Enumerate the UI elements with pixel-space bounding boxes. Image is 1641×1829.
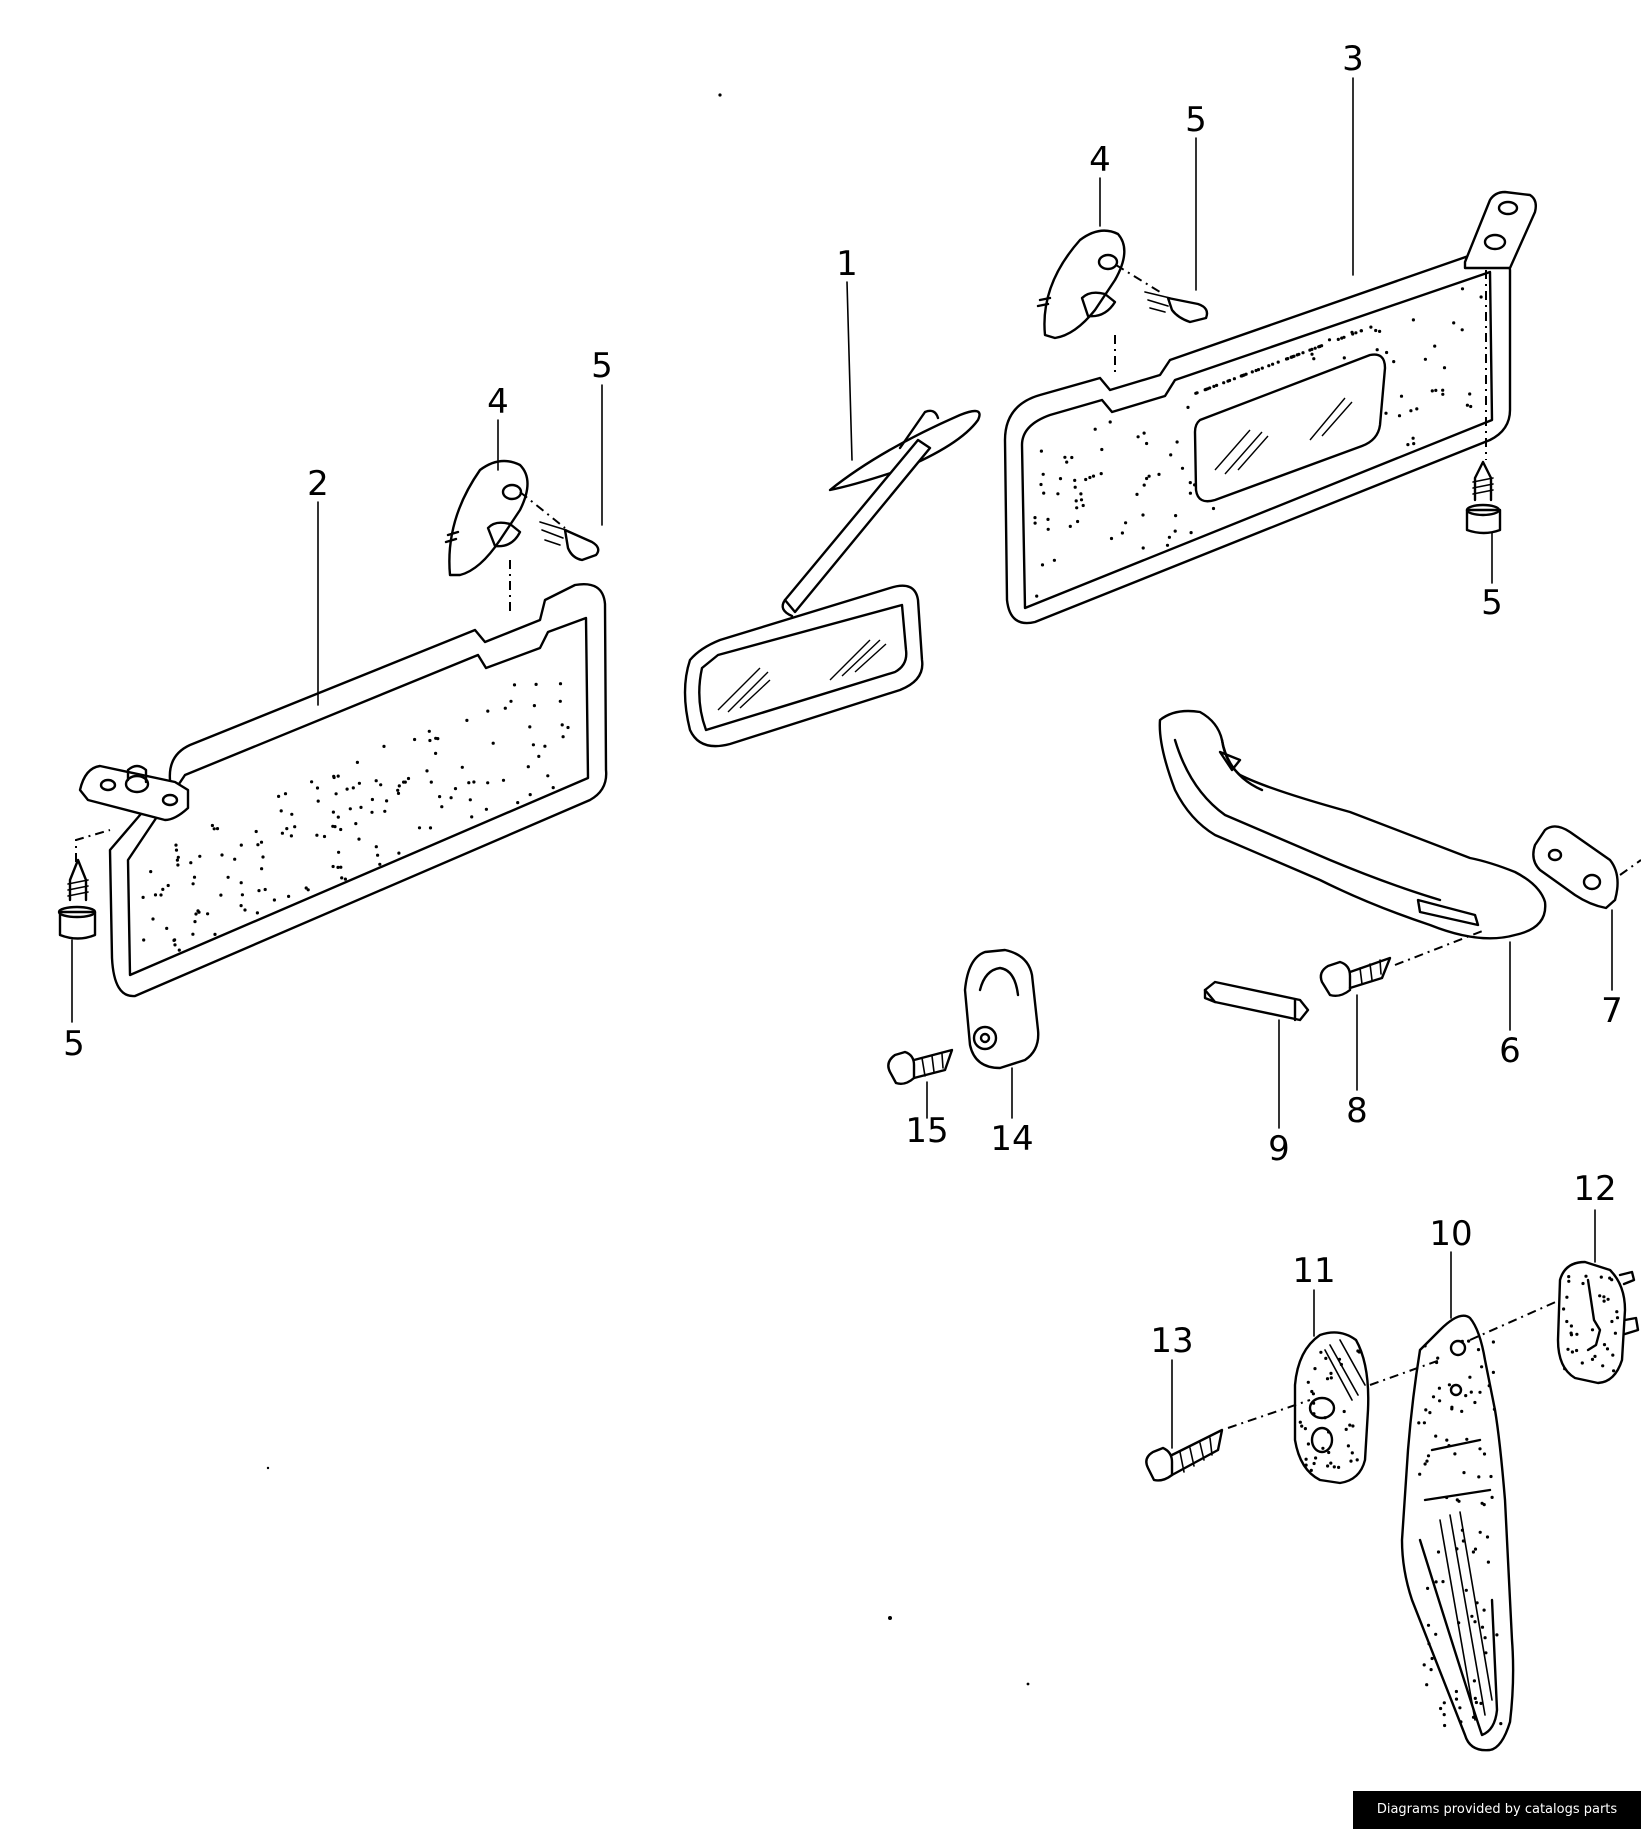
coat-hook — [963, 948, 1040, 1070]
callout-4: 4 — [487, 382, 509, 422]
grab-handle — [1158, 709, 1547, 940]
callout-15: 15 — [905, 1111, 948, 1151]
callout-12: 12 — [1573, 1169, 1616, 1209]
leader-lines — [71, 77, 1613, 1449]
right-visor-clip — [1036, 229, 1126, 340]
callout-6: 6 — [1499, 1031, 1521, 1071]
handle-cover-cap — [1203, 980, 1310, 1022]
callout-5: 5 — [1481, 583, 1503, 623]
callout-5: 5 — [1185, 100, 1207, 140]
stray-specks — [266, 93, 1030, 1686]
strap-mount-bracket — [1293, 1331, 1370, 1485]
callout-5: 5 — [63, 1024, 85, 1064]
callout-13: 13 — [1150, 1321, 1193, 1361]
callout-3: 3 — [1342, 39, 1364, 79]
left-visor-hinge-plate — [78, 764, 190, 822]
screw-right-clip — [1114, 264, 1209, 375]
callout-1: 1 — [836, 244, 858, 284]
handle-mount-bracket — [1532, 825, 1641, 910]
callout-8: 8 — [1346, 1091, 1368, 1131]
callout-11: 11 — [1292, 1251, 1335, 1291]
callout-4: 4 — [1089, 140, 1111, 180]
handle-screw — [1319, 929, 1486, 998]
coat-hook-screw — [887, 1048, 954, 1086]
strap-end-clip — [1556, 1260, 1640, 1385]
left-visor-clip — [444, 459, 529, 577]
assist-strap — [1400, 1314, 1515, 1752]
strap-screw — [1145, 1299, 1561, 1482]
callout-5: 5 — [591, 346, 613, 386]
callout-2: 2 — [307, 464, 329, 504]
left-sun-visor — [108, 583, 608, 998]
screw-right-visor — [1465, 270, 1502, 535]
callout-10: 10 — [1429, 1214, 1472, 1254]
callout-labels: 1 2 3 4 4 5 5 5 5 6 7 8 9 10 11 12 13 14… — [63, 39, 1623, 1361]
callout-9: 9 — [1268, 1129, 1290, 1169]
right-visor-hinge-plate — [1463, 190, 1538, 270]
rear-view-mirror — [683, 409, 981, 748]
callout-14: 14 — [990, 1119, 1033, 1159]
screw-left-visor — [57, 829, 111, 940]
screw-left-clip — [509, 491, 600, 615]
diagram-credit: Diagrams provided by catalogs parts — [1353, 1791, 1641, 1829]
callout-7: 7 — [1601, 991, 1623, 1031]
